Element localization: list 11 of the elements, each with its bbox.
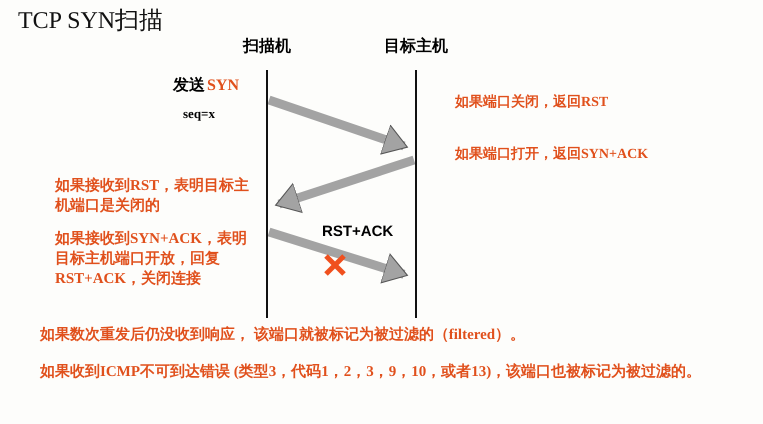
note-text: 如果端口打开，返回SYN+ACK: [455, 145, 650, 164]
message-label: 发送: [173, 76, 205, 96]
note-text: 如果接收到RST，表明目标主机端口是关闭的: [55, 176, 250, 216]
note-text: 如果端口关闭，返回RST: [455, 93, 610, 112]
edge-label: RST+ACK: [322, 223, 394, 240]
note-text: 如果收到ICMP不可到达错误 (类型3，代码1，2，3，9，10，或者13)，该端口也被标记为被过滤的。: [40, 362, 702, 382]
message-label: SYN: [207, 76, 240, 96]
sequence-label: seq=x: [183, 105, 215, 123]
note-text: 如果接收到SYN+ACK，表明目标主机端口开放，回复RST+ACK，关闭连接: [55, 229, 248, 289]
title: TCP SYN扫描: [18, 7, 164, 36]
note-text: 如果数次重发后仍没收到响应， 该端口就被标记为被过滤的（filtered）。: [40, 325, 526, 345]
